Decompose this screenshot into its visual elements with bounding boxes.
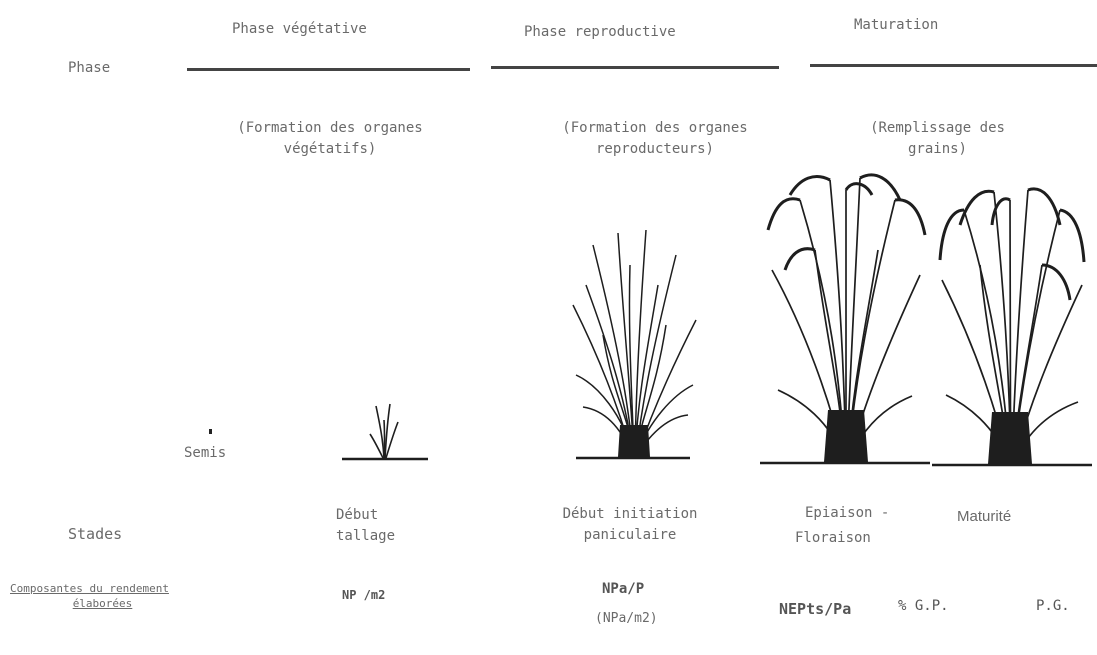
phase-maturation-desc-line1: (Remplissage des [820,120,1055,136]
stage-tallage-line1: Début [336,507,378,523]
stage-epiaison-line1: Epiaison - [805,505,889,521]
components-row-label-line1: Composantes du rendement [10,582,169,595]
phase-maturation-title: Maturation [854,17,938,33]
phase-reproductive-desc-line2: reproducteurs) [505,141,805,157]
phase-reproductive-desc-line1: (Formation des organes [505,120,805,136]
maturity-plant [932,170,1092,470]
component-nepts: NEPts/Pa [779,600,851,618]
component-npa-p: NPa/P [602,581,644,597]
phase-row-label: Phase [68,60,110,76]
phase-vegetative-title: Phase végétative [232,21,367,37]
stages-row-label: Stades [68,525,122,543]
stage-epiaison-line2: Floraison [795,530,871,546]
phase-vegetative-rule [187,68,470,71]
stage-initiation-line1: Début initiation [515,506,745,522]
phase-reproductive-rule [491,66,779,69]
component-gp: % G.P. [898,598,949,614]
stage-initiation-line2: paniculaire [515,527,745,543]
phase-maturation-rule [810,64,1097,67]
seedling-illustration [340,400,430,465]
phase-maturation-desc-line2: grains) [820,141,1055,157]
phase-vegetative-desc-line2: végétatifs) [170,141,490,157]
component-np: NP /m2 [342,588,385,602]
seed-illustration [208,428,216,436]
stage-tallage-line2: tallage [336,528,395,544]
panicle-initiation-plant [558,225,708,465]
stage-maturite-label: Maturité [957,508,1011,525]
components-row-label-line2: élaborées [10,597,195,610]
stage-semis-label: Semis [184,445,226,461]
component-npa-m2: (NPa/m2) [595,611,658,626]
heading-flowering-plant [760,160,930,470]
phase-vegetative-desc-line1: (Formation des organes [170,120,490,136]
phase-reproductive-title: Phase reproductive [524,24,676,40]
component-pg: P.G. [1036,598,1070,614]
